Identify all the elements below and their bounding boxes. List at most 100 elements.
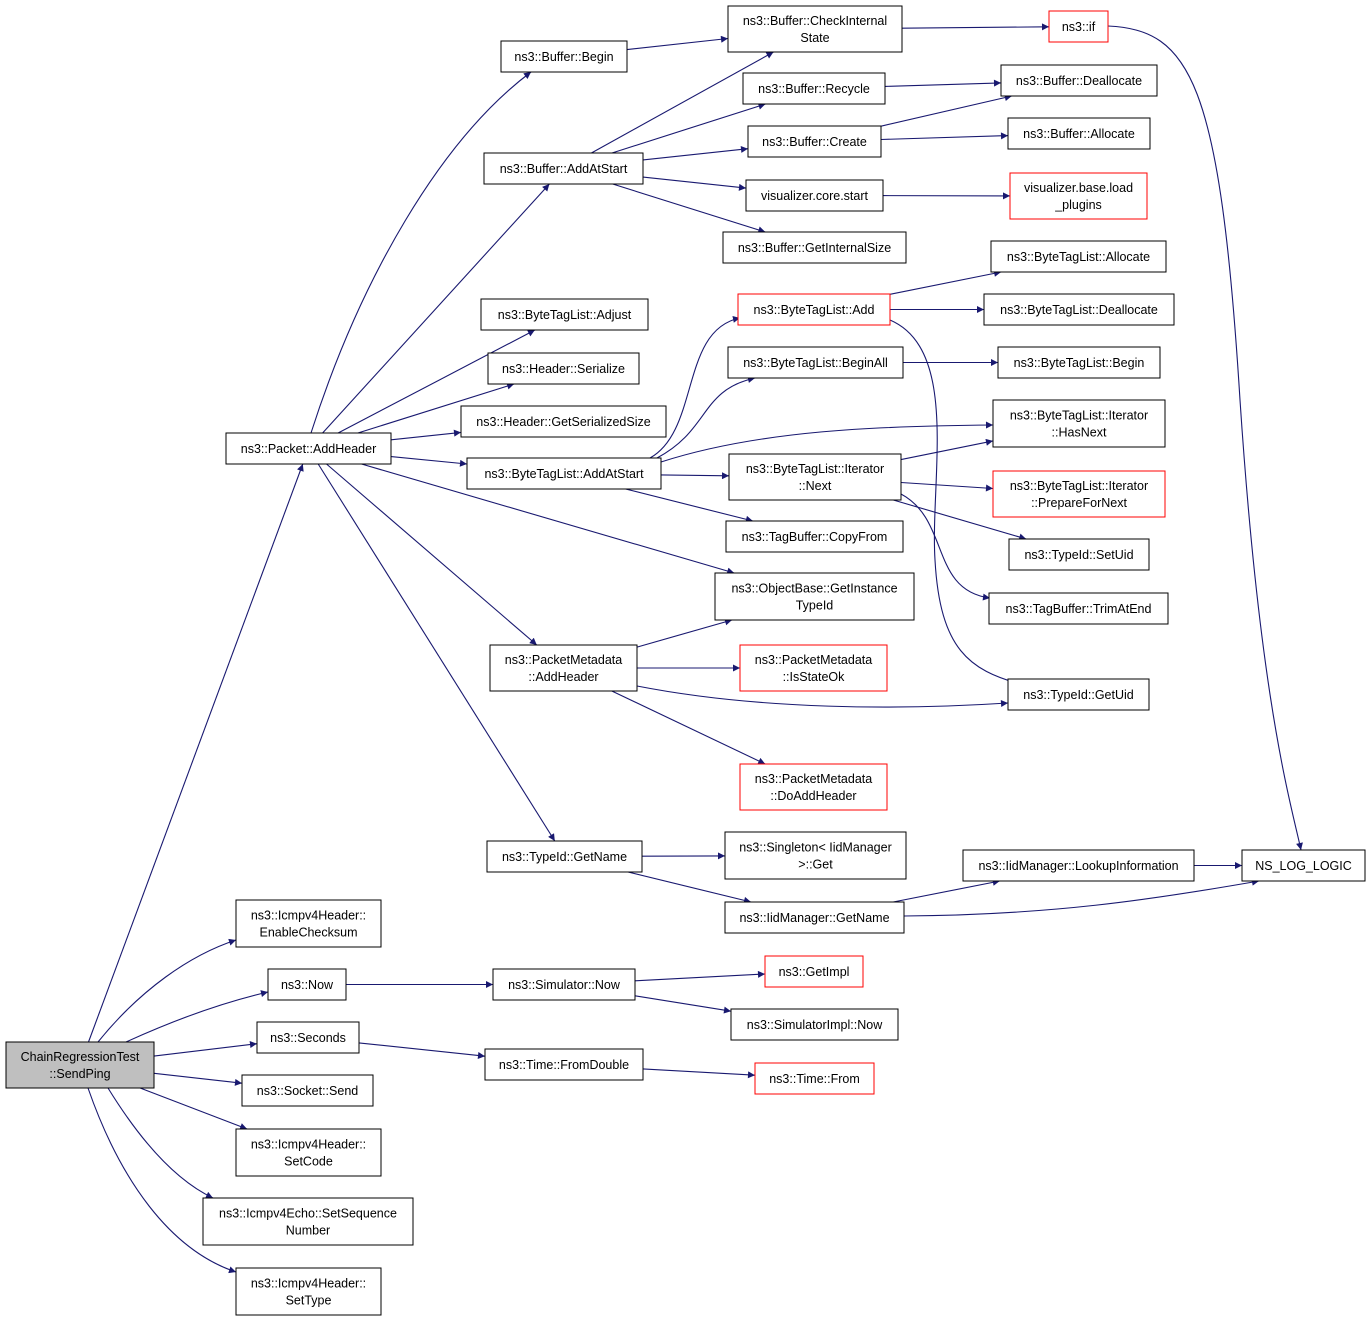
node-box	[983, 293, 1175, 326]
node-icmp-setcode[interactable]: ns3::Icmpv4Header::SetCode	[235, 1128, 382, 1177]
node-label: ns3::PacketMetadata	[505, 653, 622, 667]
node-box	[235, 1128, 382, 1177]
edges-layer	[87, 23, 1303, 1274]
node-typeid-getuid[interactable]: ns3::TypeId::GetUid	[1007, 678, 1150, 711]
node-box	[235, 1267, 382, 1316]
node-btl-it-hasnext[interactable]: ns3::ByteTagList::Iterator::HasNext	[992, 399, 1166, 448]
node-label: visualizer.base.load	[1024, 181, 1133, 195]
edge-ns3-if-to-ns-log-logic	[1107, 25, 1303, 851]
edge-packet-addheader-to-btl-addatstart	[390, 456, 468, 467]
node-buffer-alloc[interactable]: ns3::Buffer::Allocate	[1007, 117, 1151, 150]
node-box	[962, 849, 1195, 882]
node-time-from[interactable]: ns3::Time::From	[754, 1062, 875, 1095]
node-btl-dealloc[interactable]: ns3::ByteTagList::Deallocate	[983, 293, 1175, 326]
node-send-ping[interactable]: ChainRegressionTest::SendPing	[5, 1041, 155, 1089]
node-label: ns3::ObjectBase::GetInstance	[731, 582, 897, 596]
node-label: ::IsStateOk	[783, 670, 846, 684]
node-box	[727, 5, 903, 53]
edge-typeid-getname-to-iid-getname	[627, 871, 752, 904]
node-packet-addheader[interactable]: ns3::Packet::AddHeader	[225, 432, 392, 465]
node-pm-addheader[interactable]: ns3::PacketMetadata::AddHeader	[489, 644, 638, 692]
node-btl-adjust[interactable]: ns3::ByteTagList::Adjust	[480, 298, 649, 331]
node-label: ns3::Icmpv4Header::	[251, 909, 366, 923]
node-label: ::PrepareForNext	[1031, 496, 1127, 510]
node-box	[486, 840, 643, 873]
node-label: ns3::ByteTagList::AddAtStart	[484, 467, 644, 481]
edge-send-ping-to-icmp-settype	[87, 1087, 237, 1274]
node-box	[728, 453, 902, 501]
node-btl-begin[interactable]: ns3::ByteTagList::Begin	[997, 346, 1161, 379]
node-buffer-dealloc[interactable]: ns3::Buffer::Deallocate	[1000, 64, 1158, 97]
node-btl-it-next[interactable]: ns3::ByteTagList::Iterator::Next	[728, 453, 902, 501]
edge-packet-addheader-to-objbase-gettypeid	[361, 463, 735, 575]
node-box	[747, 125, 882, 158]
nodes-layer: ChainRegressionTest::SendPing ns3::Buffer…	[5, 5, 1366, 1316]
node-ns3-if[interactable]: ns3::if	[1048, 10, 1109, 43]
node-label: ns3::IidManager::GetName	[739, 911, 889, 925]
edge-send-ping-to-icmp-setcode	[139, 1087, 248, 1130]
edge-btl-it-next-to-typeid-setuid	[893, 499, 1027, 541]
node-label: visualizer.core.start	[761, 189, 869, 203]
node-buffer-getinternal[interactable]: ns3::Buffer::GetInternalSize	[722, 231, 907, 264]
node-label: ns3::ByteTagList::Iterator	[1010, 409, 1148, 423]
node-btl-beginall[interactable]: ns3::ByteTagList::BeginAll	[727, 346, 904, 379]
node-iid-lookup[interactable]: ns3::IidManager::LookupInformation	[962, 849, 1195, 882]
node-icmp-settype[interactable]: ns3::Icmpv4Header::SetType	[235, 1267, 382, 1316]
node-label: ns3::TypeId::GetUid	[1023, 688, 1134, 702]
node-label: ::HasNext	[1052, 426, 1107, 440]
edge-sim-now-to-simimpl-now	[634, 995, 732, 1014]
node-ns-log-logic[interactable]: NS_LOG_LOGIC	[1241, 849, 1366, 882]
node-label: ns3::ByteTagList::Begin	[1014, 356, 1145, 370]
node-label: ns3::Buffer::Create	[762, 135, 867, 149]
node-socket-send[interactable]: ns3::Socket::Send	[241, 1074, 374, 1107]
node-time-fromdouble[interactable]: ns3::Time::FromDouble	[484, 1048, 644, 1081]
node-vis-base-load[interactable]: visualizer.base.load_plugins	[1009, 172, 1148, 220]
node-label: ns3::Buffer::Recycle	[758, 82, 870, 96]
edge-packet-addheader-to-header-serialize	[357, 382, 515, 434]
node-vis-core-start[interactable]: visualizer.core.start	[745, 179, 884, 212]
node-box	[737, 293, 891, 326]
node-pm-isstateok[interactable]: ns3::PacketMetadata::IsStateOk	[739, 644, 888, 692]
node-label: ns3::Socket::Send	[257, 1084, 359, 1098]
node-icmp-enablecs[interactable]: ns3::Icmpv4Header::EnableChecksum	[235, 899, 382, 948]
node-box	[202, 1197, 414, 1246]
node-iid-getname[interactable]: ns3::IidManager::GetName	[724, 901, 905, 934]
edge-ns3-seconds-to-time-fromdouble	[358, 1042, 486, 1059]
node-typeid-setuid[interactable]: ns3::TypeId::SetUid	[1008, 538, 1150, 571]
node-buffer-addatstart[interactable]: ns3::Buffer::AddAtStart	[483, 152, 644, 185]
node-header-serialize[interactable]: ns3::Header::Serialize	[487, 352, 640, 385]
node-tagbuf-copyfrom[interactable]: ns3::TagBuffer::CopyFrom	[725, 520, 904, 553]
node-btl-allocate[interactable]: ns3::ByteTagList::Allocate	[990, 240, 1167, 273]
node-tagbuf-trim[interactable]: ns3::TagBuffer::TrimAtEnd	[988, 592, 1169, 625]
node-label: ns3::if	[1062, 20, 1096, 34]
edge-buffer-begin-to-buffer-check	[626, 35, 729, 51]
node-ns3-now[interactable]: ns3::Now	[267, 968, 347, 1001]
node-box	[225, 432, 392, 465]
edge-time-fromdouble-to-time-from	[642, 1068, 756, 1079]
node-label: ns3::PacketMetadata	[755, 653, 872, 667]
node-buffer-recycle[interactable]: ns3::Buffer::Recycle	[742, 72, 886, 105]
edge-btl-add-to-btl-allocate	[889, 269, 1002, 295]
node-btl-it-prepare[interactable]: ns3::ByteTagList::Iterator::PrepareForNe…	[992, 470, 1166, 518]
node-label: ns3::Buffer::Deallocate	[1016, 74, 1142, 88]
node-btl-add[interactable]: ns3::ByteTagList::Add	[737, 293, 891, 326]
node-sim-now[interactable]: ns3::Simulator::Now	[492, 968, 636, 1001]
node-getimpl[interactable]: ns3::GetImpl	[764, 955, 864, 988]
edge-pm-addheader-to-pm-doaddheader	[611, 690, 766, 765]
node-box	[1048, 10, 1109, 43]
node-buffer-create[interactable]: ns3::Buffer::Create	[747, 125, 882, 158]
node-btl-addatstart[interactable]: ns3::ByteTagList::AddAtStart	[466, 457, 662, 490]
node-ns3-seconds[interactable]: ns3::Seconds	[256, 1021, 360, 1054]
node-header-getsize[interactable]: ns3::Header::GetSerializedSize	[460, 405, 667, 438]
node-buffer-begin[interactable]: ns3::Buffer::Begin	[500, 40, 628, 73]
node-label: ::AddHeader	[528, 670, 598, 684]
node-box	[745, 179, 884, 212]
node-typeid-getname[interactable]: ns3::TypeId::GetName	[486, 840, 643, 873]
node-singleton-get[interactable]: ns3::Singleton< IidManager>::Get	[724, 831, 907, 880]
node-pm-doaddheader[interactable]: ns3::PacketMetadata::DoAddHeader	[739, 763, 888, 811]
node-simimpl-now[interactable]: ns3::SimulatorImpl::Now	[730, 1008, 899, 1041]
